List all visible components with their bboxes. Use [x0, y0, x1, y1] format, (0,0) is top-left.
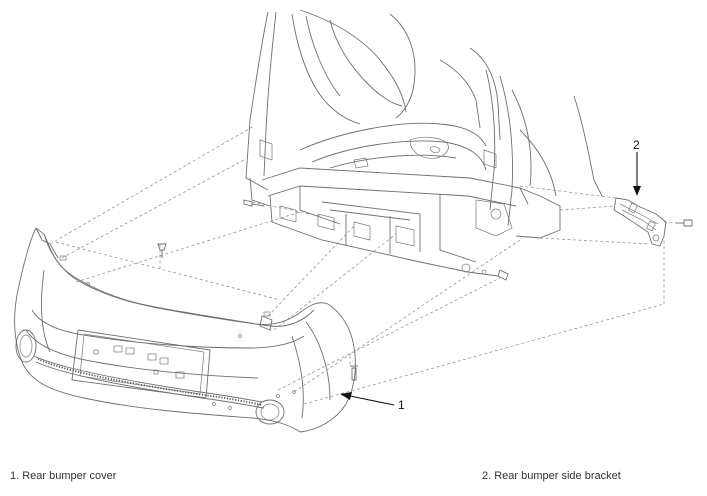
callout-arrow-1 — [340, 392, 395, 406]
rear-bumper-cover — [14, 227, 358, 433]
legend-item-side-bracket: 2. Rear bumper side bracket — [482, 470, 621, 482]
callout-arrow-2 — [633, 152, 641, 196]
vehicle-rear-body — [243, 9, 603, 281]
callout-label-1: 1 — [398, 398, 405, 412]
callout-label-2: 2 — [633, 138, 640, 152]
assembly-guide-lines — [49, 125, 677, 405]
legend-item-rear-bumper-cover: 1. Rear bumper cover — [10, 470, 117, 482]
rear-bumper-side-bracket — [613, 197, 693, 247]
